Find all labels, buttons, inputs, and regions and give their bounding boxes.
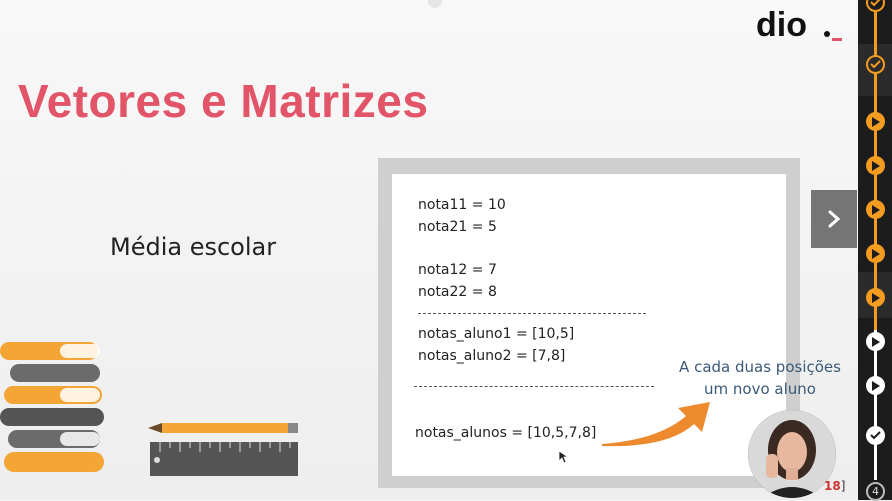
- curved-arrow-icon: [602, 402, 710, 447]
- pencil-ruler-icon: [148, 423, 298, 476]
- code-line: nota12 = 7: [418, 262, 497, 278]
- dio-logo: dio: [756, 6, 842, 44]
- chevron-right-icon: [828, 210, 841, 228]
- next-slide-button[interactable]: [811, 190, 857, 248]
- svg-text:dio: dio: [756, 6, 807, 44]
- lesson-node-label[interactable]: 4: [866, 482, 885, 501]
- lesson-node[interactable]: [866, 376, 885, 395]
- code-line: notas_aluno1 = [10,5]: [418, 326, 575, 342]
- code-box: [392, 174, 786, 476]
- page-number: 18]: [824, 479, 846, 493]
- play-icon: [872, 336, 880, 347]
- lesson-node[interactable]: [866, 426, 885, 445]
- lesson-node[interactable]: [866, 288, 885, 307]
- lesson-node[interactable]: [866, 332, 885, 351]
- lesson-node[interactable]: [866, 112, 885, 131]
- instructor-webcam: [748, 410, 836, 498]
- check-icon: [870, 0, 881, 7]
- divider: [418, 313, 646, 314]
- top-indicator: [428, 0, 442, 8]
- code-line: nota22 = 8: [418, 284, 497, 300]
- lesson-node-completed[interactable]: [866, 0, 885, 12]
- lesson-node[interactable]: [866, 156, 885, 175]
- code-line: nota11 = 10: [418, 197, 506, 213]
- books-icon: [0, 342, 104, 472]
- mouse-cursor-icon: [558, 450, 570, 464]
- slide-subtitle: Média escolar: [110, 233, 277, 261]
- play-icon: [872, 292, 880, 303]
- slide-title: Vetores e Matrizes: [18, 75, 429, 127]
- code-line: notas_alunos = [10,5,7,8]: [415, 425, 597, 441]
- check-icon: [870, 431, 881, 440]
- annotation-note: A cada duas posições um novo aluno: [679, 358, 841, 398]
- check-icon: [870, 60, 881, 69]
- lesson-node-current[interactable]: [866, 55, 885, 74]
- lesson-node[interactable]: [866, 200, 885, 219]
- divider: [414, 386, 654, 387]
- play-icon: [872, 204, 880, 215]
- play-icon: [872, 160, 880, 171]
- play-icon: [872, 116, 880, 127]
- play-icon: [872, 248, 880, 259]
- lesson-node[interactable]: [866, 244, 885, 263]
- play-icon: [872, 380, 880, 391]
- lesson-progress-rail: 4: [858, 0, 892, 501]
- code-line: nota21 = 5: [418, 219, 497, 235]
- progress-line-remaining: [874, 330, 877, 480]
- code-line: notas_aluno2 = [7,8]: [418, 348, 566, 364]
- slide: dio Vetores e Matrizes Média escolar not…: [0, 0, 858, 500]
